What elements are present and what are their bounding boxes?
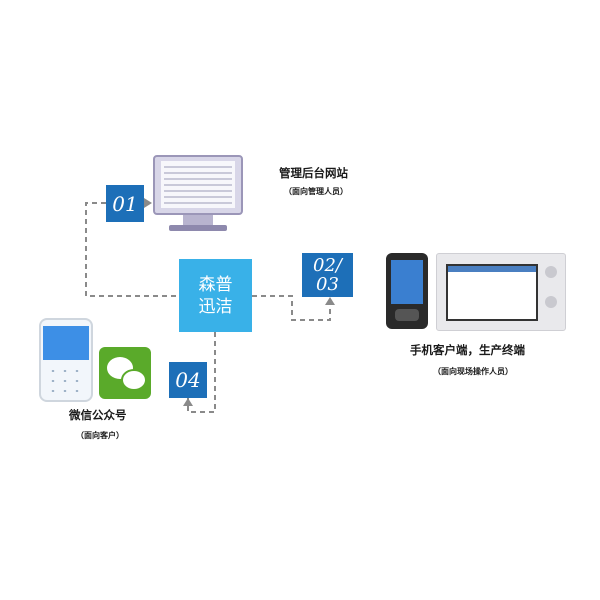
arrow-admin (144, 198, 152, 208)
step-04-box: 04 (169, 362, 207, 398)
arrow-terminals (325, 297, 335, 305)
step-04-label: 04 (175, 368, 201, 392)
terminals-subtitle: （面向现场操作人员） (433, 367, 513, 376)
step-01-box: 01 (106, 185, 144, 222)
connector-wechat (187, 332, 216, 413)
admin-title: 管理后台网站 (279, 166, 348, 180)
handheld-terminal-icon (386, 253, 428, 329)
monitor-icon (153, 155, 243, 233)
wechat-subtitle: （面向客户） (76, 431, 124, 440)
wechat-title: 微信公众号 (69, 408, 127, 422)
arrow-wechat (183, 398, 193, 406)
terminals-title: 手机客户端，生产终端 (410, 343, 525, 357)
step-01-label: 01 (112, 191, 138, 216)
step-03-label: 03 (316, 274, 339, 295)
center-brand-box: 森普 迅洁 (179, 259, 252, 332)
step-0203-box: 02/ 03 (302, 253, 353, 297)
production-terminal-icon (436, 253, 566, 331)
connector-admin (85, 202, 179, 297)
admin-subtitle: （面向管理人员） (284, 187, 348, 196)
center-line-1: 森普 (198, 274, 233, 295)
connector-terminals (252, 295, 331, 321)
wechat-icon (99, 347, 151, 399)
center-line-2: 迅洁 (198, 296, 233, 317)
phone-icon (39, 318, 93, 402)
step-02-label: 02/ (313, 255, 342, 276)
